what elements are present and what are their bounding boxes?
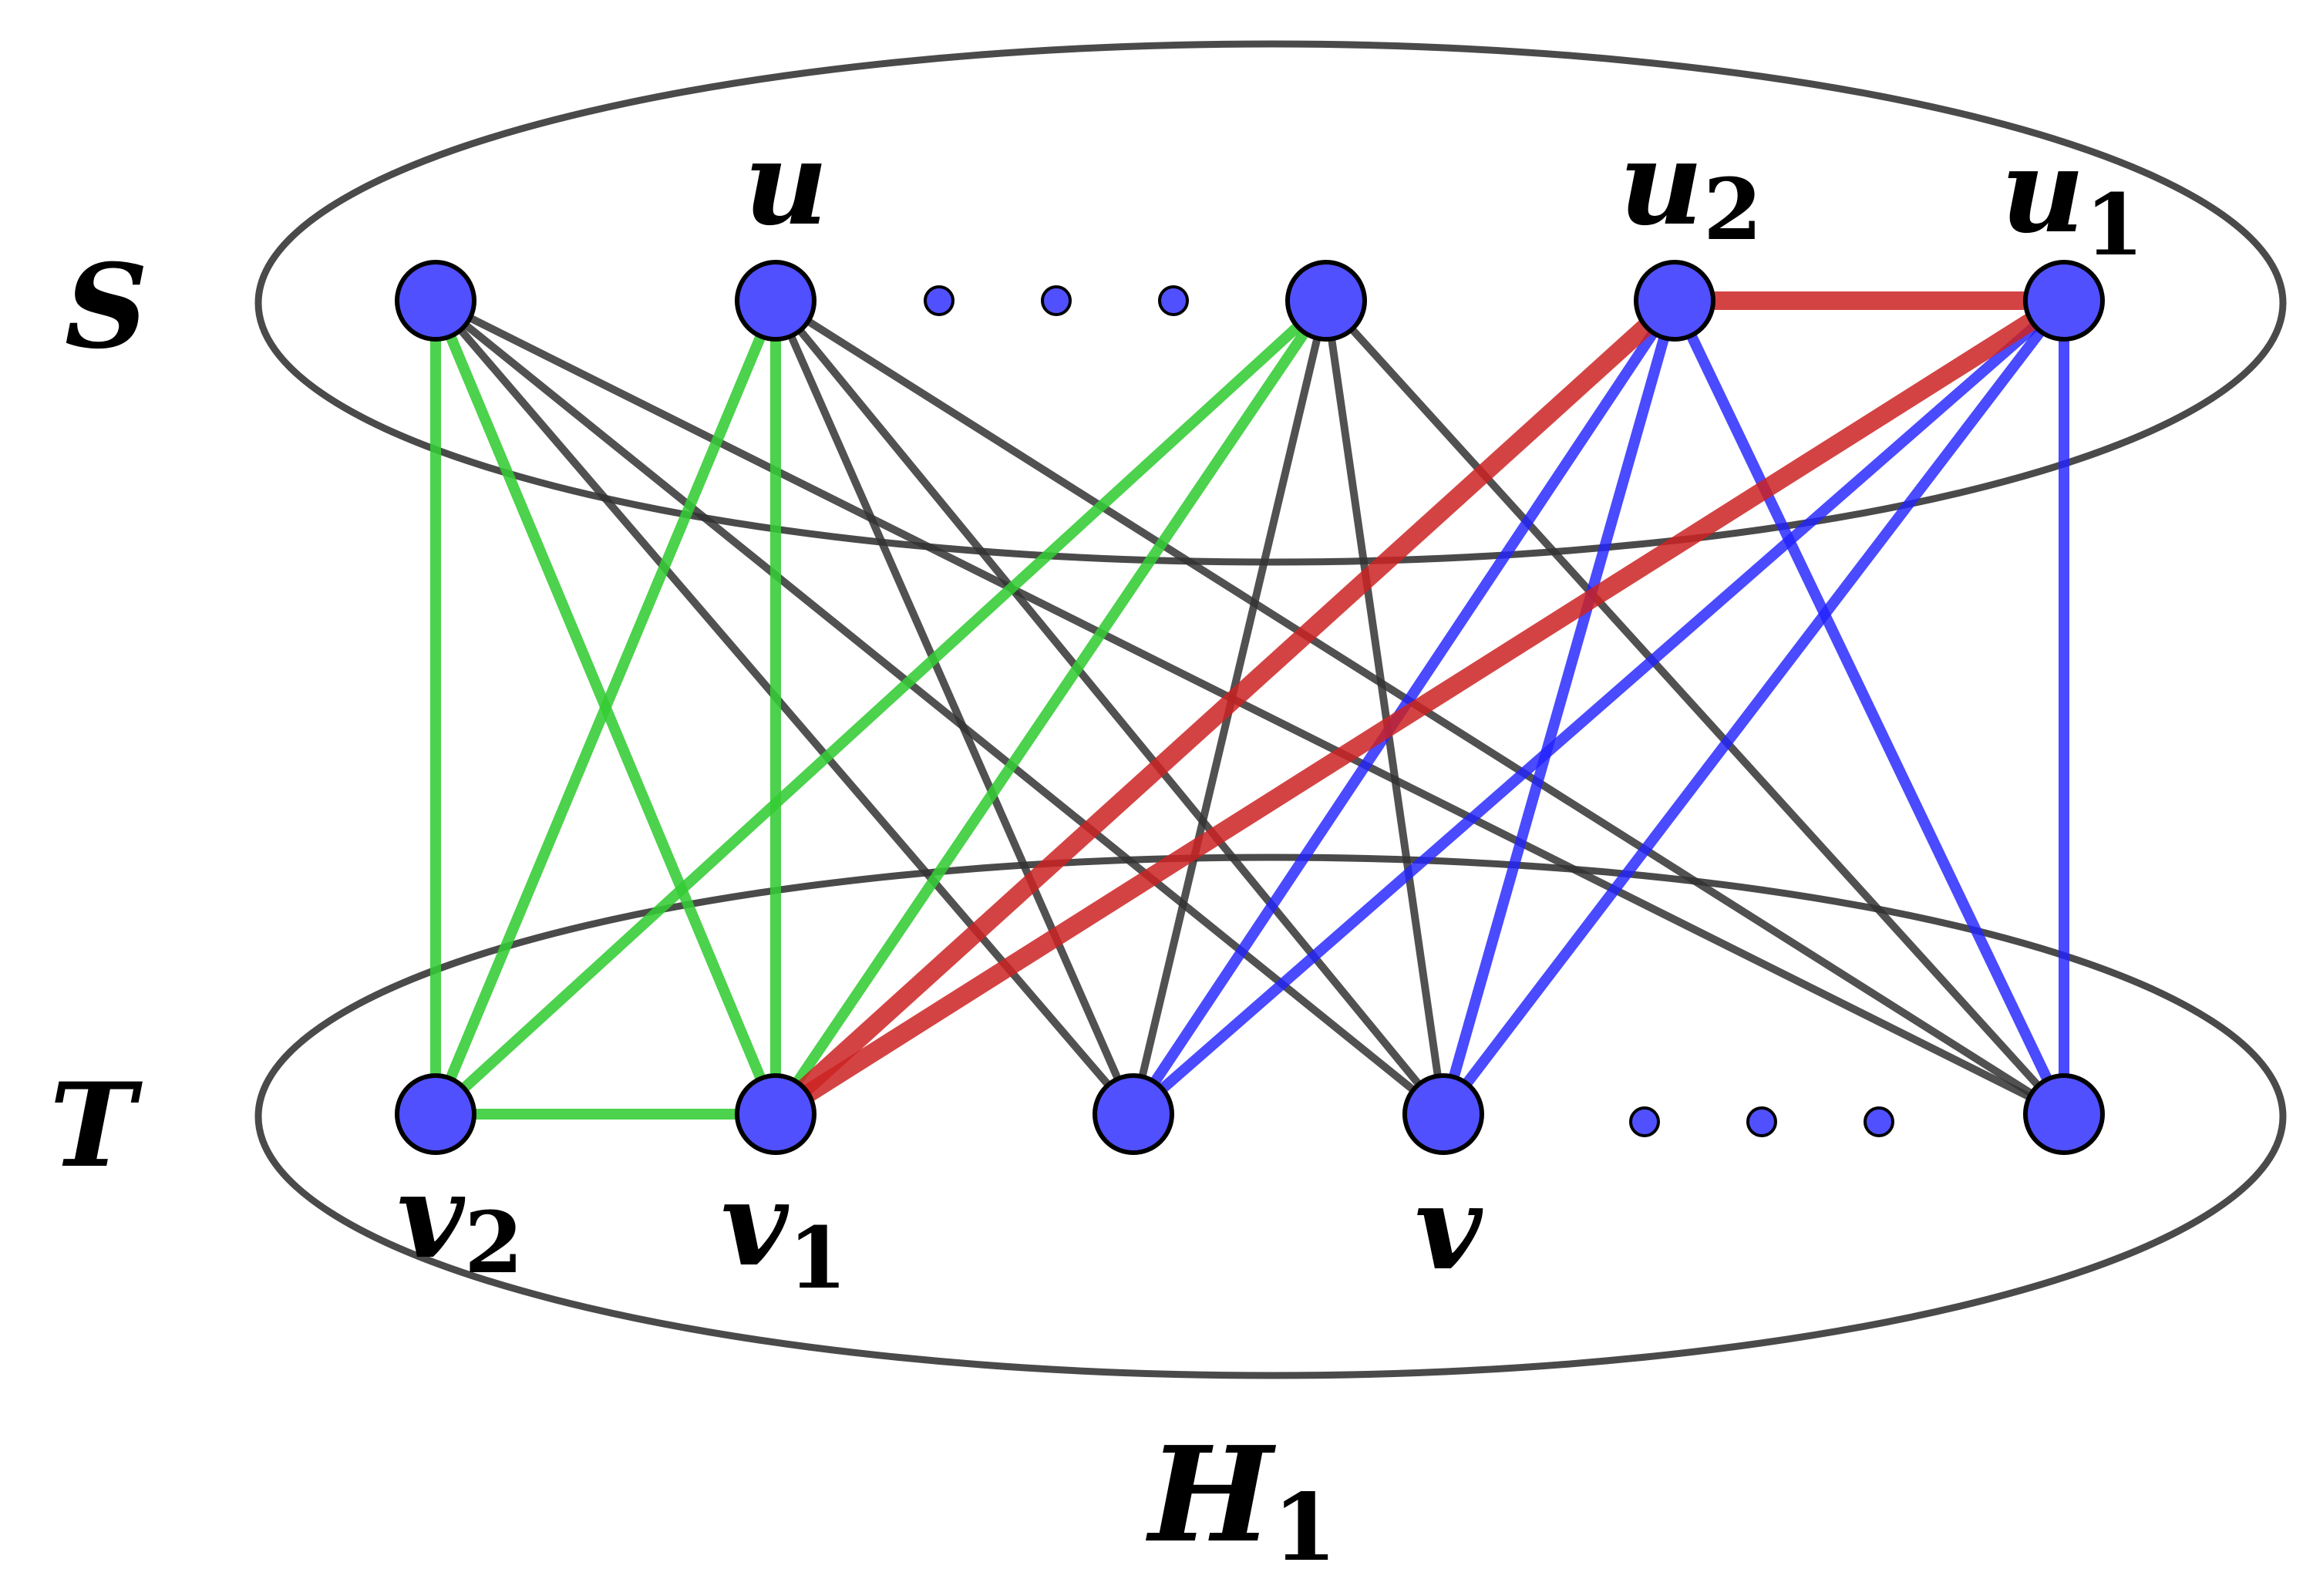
- edge-s1-t5: [432, 297, 2068, 1118]
- vertices-layer: [395, 260, 2105, 1155]
- vertex-u: [735, 260, 816, 342]
- vertex-label-u2: u2: [1619, 116, 1763, 259]
- vertex-label-v1-base: v: [721, 1157, 790, 1292]
- vertex-label-v: v: [1415, 1160, 1483, 1296]
- ellipsis-dot-top-2: [1041, 285, 1072, 316]
- vertex-v: [1402, 1073, 1484, 1155]
- edge-u1-v1: [766, 291, 2073, 1123]
- edges-layer: [430, 291, 2073, 1123]
- ellipsis-dots-layer: [924, 285, 1894, 1137]
- vertex-label-u: u: [744, 116, 828, 251]
- edge-s3-v: [1322, 297, 1447, 1118]
- vertex-s3: [1285, 260, 1367, 342]
- graph-label-sub: 1: [1273, 1473, 1338, 1582]
- ellipsis-dot-bottom-1: [1629, 1106, 1660, 1137]
- edge-u-v: [772, 297, 1447, 1118]
- vertex-label-u1-sub: 1: [2085, 175, 2144, 274]
- vertex-label-v2-sub: 2: [464, 1193, 524, 1292]
- vertex-v1: [735, 1073, 816, 1155]
- edge-s1-v: [432, 297, 1447, 1118]
- set-s-ellipse: [254, 40, 2287, 566]
- edge-u1-v: [1438, 295, 2069, 1120]
- vertex-u2: [1634, 260, 1715, 342]
- graph-label-base: H: [1146, 1418, 1277, 1572]
- ellipsis-dot-bottom-2: [1746, 1106, 1777, 1137]
- ellipsis-dot-top-3: [1158, 285, 1189, 316]
- vertex-t3: [1093, 1073, 1174, 1155]
- vertex-t5: [2023, 1073, 2105, 1155]
- edge-u-v2: [430, 295, 781, 1120]
- vertex-label-v-base: v: [1415, 1160, 1483, 1296]
- set-t-label: T: [49, 1058, 143, 1194]
- vertex-v2: [395, 1073, 476, 1155]
- edge-u1-t3: [1128, 295, 2069, 1120]
- vertex-label-v2-base: v: [397, 1149, 466, 1285]
- edge-u-t3: [772, 297, 1137, 1118]
- vertex-label-v2: v2: [397, 1149, 524, 1292]
- vertex-label-u1: u1: [2001, 123, 2144, 274]
- ellipsis-dot-bottom-3: [1864, 1106, 1894, 1137]
- vertex-label-v1: v1: [721, 1157, 847, 1308]
- edge-u2-t5: [1669, 295, 2069, 1120]
- vertex-label-u2-sub: 2: [1703, 160, 1763, 259]
- vertex-label-v1-sub: 1: [788, 1208, 847, 1308]
- ellipsis-dot-top-1: [924, 285, 954, 316]
- graph-label: H1: [1146, 1418, 1337, 1582]
- vertex-u1: [2023, 260, 2105, 342]
- set-s-label: S: [65, 239, 148, 375]
- edge-u2-v1: [766, 291, 1684, 1123]
- set-t-ellipse: [254, 854, 2287, 1379]
- vertex-label-u2-base: u: [1619, 116, 1703, 251]
- vertex-s1: [395, 260, 476, 342]
- vertex-label-u-base: u: [744, 116, 828, 251]
- vertex-label-u1-base: u: [2001, 123, 2085, 259]
- edge-u2-v: [1438, 295, 1680, 1120]
- edge-s1-t3: [432, 297, 1137, 1118]
- edge-s3-v1: [770, 295, 1332, 1120]
- edge-s3-v2: [430, 295, 1332, 1120]
- edge-s3-t5: [1322, 297, 2068, 1118]
